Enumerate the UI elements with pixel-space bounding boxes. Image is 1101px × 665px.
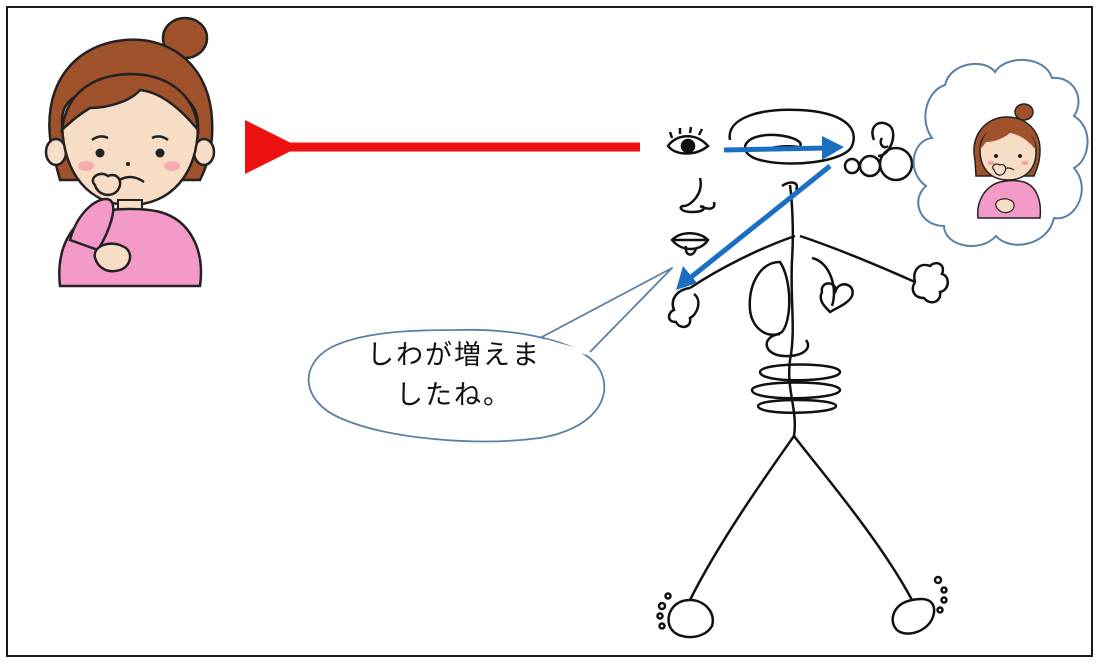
speech-bubble xyxy=(307,267,673,443)
speech-line-1: しわが増えま xyxy=(367,340,541,371)
speech-bubble-text: しわが増えま したね。 xyxy=(334,336,574,416)
speech-line-2: したね。 xyxy=(396,380,512,411)
worried-woman-figure xyxy=(44,16,216,288)
thought-cloud xyxy=(912,59,1089,247)
blue-arrows xyxy=(676,136,844,290)
